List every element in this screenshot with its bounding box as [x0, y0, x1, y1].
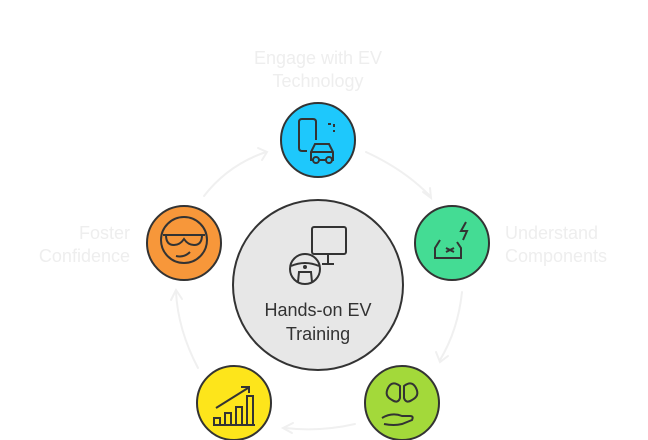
sunglasses-face-icon	[160, 216, 208, 264]
node-label-confidence: Foster Confidence	[38, 223, 130, 266]
node-label-understand: Understand Components	[505, 223, 608, 266]
growth-chart-icon	[213, 386, 255, 426]
cycle-arrows	[170, 147, 463, 434]
arrow-1	[365, 151, 431, 197]
node-understand	[414, 205, 490, 281]
center-node	[232, 199, 404, 371]
node-brain	[364, 365, 440, 440]
node-confidence	[146, 205, 222, 281]
arrow-3	[284, 423, 356, 431]
node-growth	[196, 365, 272, 440]
arrow-2	[439, 291, 463, 361]
brain-hand-icon	[381, 382, 419, 426]
node-label-engage: Engage with EV Technology	[253, 48, 383, 91]
steering-wheel-monitor-icon	[289, 226, 347, 285]
arrow-5	[203, 151, 267, 197]
phone-car-icon	[298, 118, 335, 164]
arrow-4	[175, 291, 199, 369]
car-repair-bolt-icon	[434, 221, 469, 259]
node-engage	[280, 102, 356, 178]
center-label: Hands-on EV Training	[264, 300, 372, 344]
